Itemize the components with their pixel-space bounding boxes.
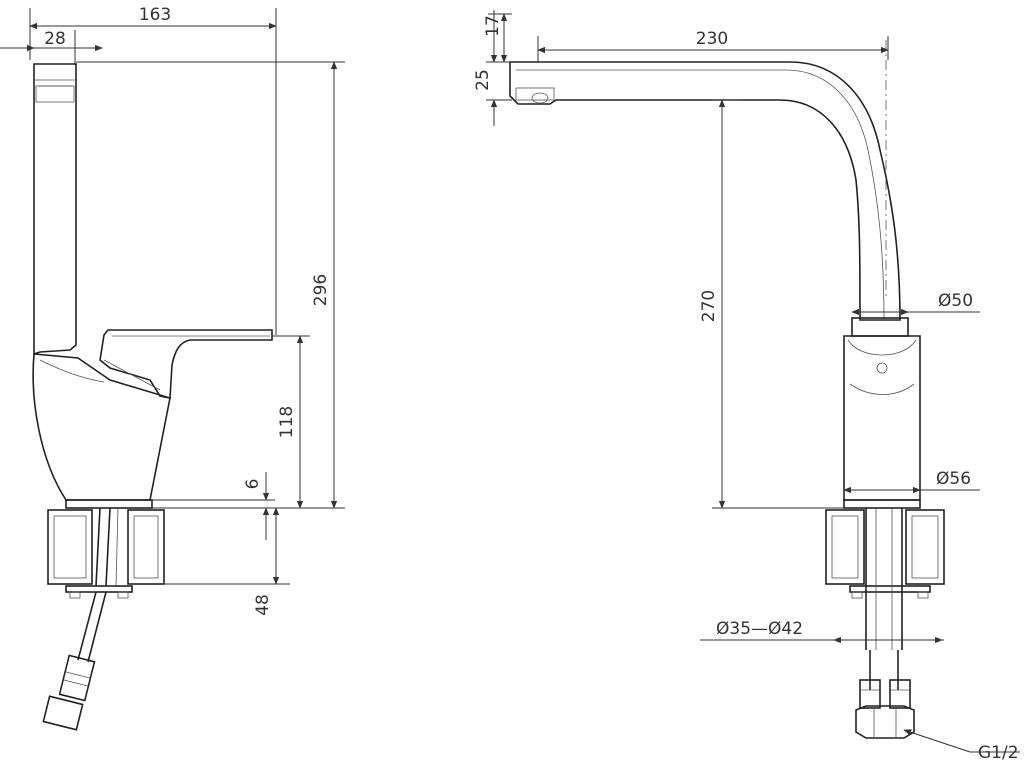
dim-hole-range: Ø35—Ø42	[700, 619, 944, 644]
spout	[509, 61, 901, 321]
dim-label-296: 296	[311, 274, 331, 306]
countertop-section-right	[825, 508, 945, 739]
dim-label-25: 25	[473, 69, 493, 91]
dim-17-25: 17 25	[473, 10, 512, 126]
dim-118: 118	[272, 335, 310, 509]
dim-163: 163	[29, 5, 277, 335]
dim-label-28: 28	[44, 29, 66, 49]
dim-label-diameter-56: Ø56	[936, 469, 971, 489]
right-front-view: 230 17 25 270 Ø50 Ø	[473, 10, 1020, 762]
dim-diameter-56: Ø56	[843, 469, 980, 494]
dim-label-163: 163	[139, 5, 171, 25]
left-side-view: 163 28	[0, 5, 345, 731]
faucet-body-front	[843, 317, 921, 509]
dim-6: 6	[152, 472, 275, 540]
dim-label-diameter-50: Ø50	[938, 291, 973, 311]
faucet-body-side	[32, 63, 273, 509]
dim-230: 230	[537, 29, 889, 62]
dim-label-48: 48	[253, 594, 273, 616]
dim-thread-g12: G1/2	[903, 729, 1020, 762]
dim-label-17: 17	[483, 15, 503, 37]
dim-label-hole-range: Ø35—Ø42	[716, 619, 803, 639]
countertop-section-left	[42, 507, 165, 731]
dim-label-270: 270	[699, 290, 719, 322]
dim-label-230: 230	[696, 29, 728, 49]
dim-270: 270	[699, 99, 844, 509]
dim-diameter-50: Ø50	[851, 291, 980, 316]
dim-28: 28	[0, 29, 103, 65]
dim-label-thread: G1/2	[978, 743, 1019, 762]
dim-label-118: 118	[277, 406, 297, 438]
dim-48: 48	[164, 507, 290, 616]
dim-label-6: 6	[243, 479, 263, 490]
dim-296: 296	[76, 61, 345, 509]
